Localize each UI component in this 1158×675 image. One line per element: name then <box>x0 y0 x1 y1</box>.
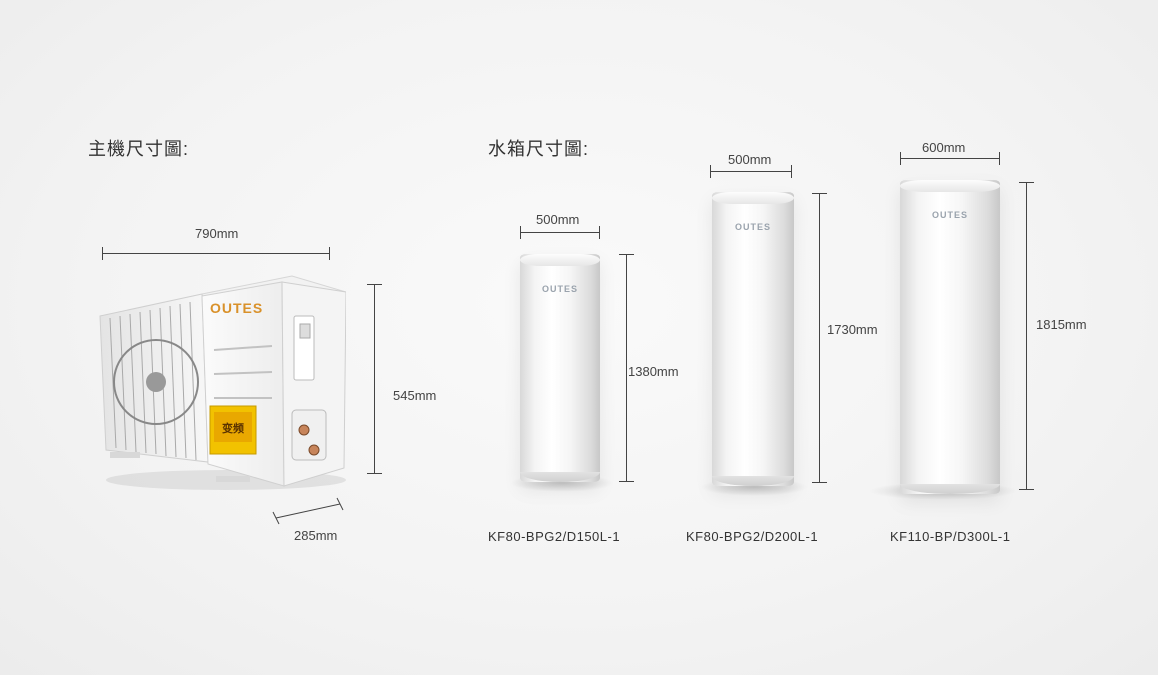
tank1-height-label: 1380mm <box>628 364 679 379</box>
tank1-height-dimension-line <box>619 254 634 482</box>
tank2-height-dimension-line <box>812 193 827 483</box>
tank2-brand-logo: OUTES <box>734 222 771 232</box>
tank2-image: OUTES <box>712 192 794 486</box>
tank3-model-label: KF110-BP/D300L-1 <box>890 529 1011 544</box>
unit-height-dimension-line <box>367 284 382 474</box>
tank1-image: OUTES <box>520 254 600 482</box>
tank3-image: OUTES <box>900 180 1000 494</box>
tank3-width-label: 600mm <box>922 140 966 155</box>
unit-depth-dimension-line <box>272 497 344 525</box>
tank3-width-dimension-line <box>900 152 1000 165</box>
unit-width-dimension-line <box>102 247 330 260</box>
tank1-model-label: KF80-BPG2/D150L-1 <box>488 529 621 544</box>
tank1-width-label: 500mm <box>536 212 580 227</box>
tank2-model-label: KF80-BPG2/D200L-1 <box>686 529 819 544</box>
tank2-width-dimension-line <box>710 165 792 178</box>
tank1-width-dimension-line <box>520 226 600 239</box>
unit-height-label: 545mm <box>393 388 437 403</box>
tank2-width-label: 500mm <box>728 152 772 167</box>
svg-text:变频: 变频 <box>222 421 244 435</box>
unit-width-label: 790mm <box>195 226 239 241</box>
tank3-height-label: 1815mm <box>1036 317 1087 332</box>
unit-depth-label: 285mm <box>294 528 338 543</box>
main-unit-heading: 主機尺寸圖: <box>88 139 190 159</box>
tank3-brand-logo: OUTES <box>931 210 968 220</box>
tank3-height-dimension-line <box>1019 182 1034 490</box>
tank1-brand-logo: OUTES <box>541 284 578 294</box>
unit-brand-logo: OUTES <box>210 300 264 316</box>
outdoor-unit-image: 变频 <box>99 275 346 490</box>
tank2-height-label: 1730mm <box>827 322 878 337</box>
water-tank-heading: 水箱尺寸圖: <box>488 139 590 159</box>
